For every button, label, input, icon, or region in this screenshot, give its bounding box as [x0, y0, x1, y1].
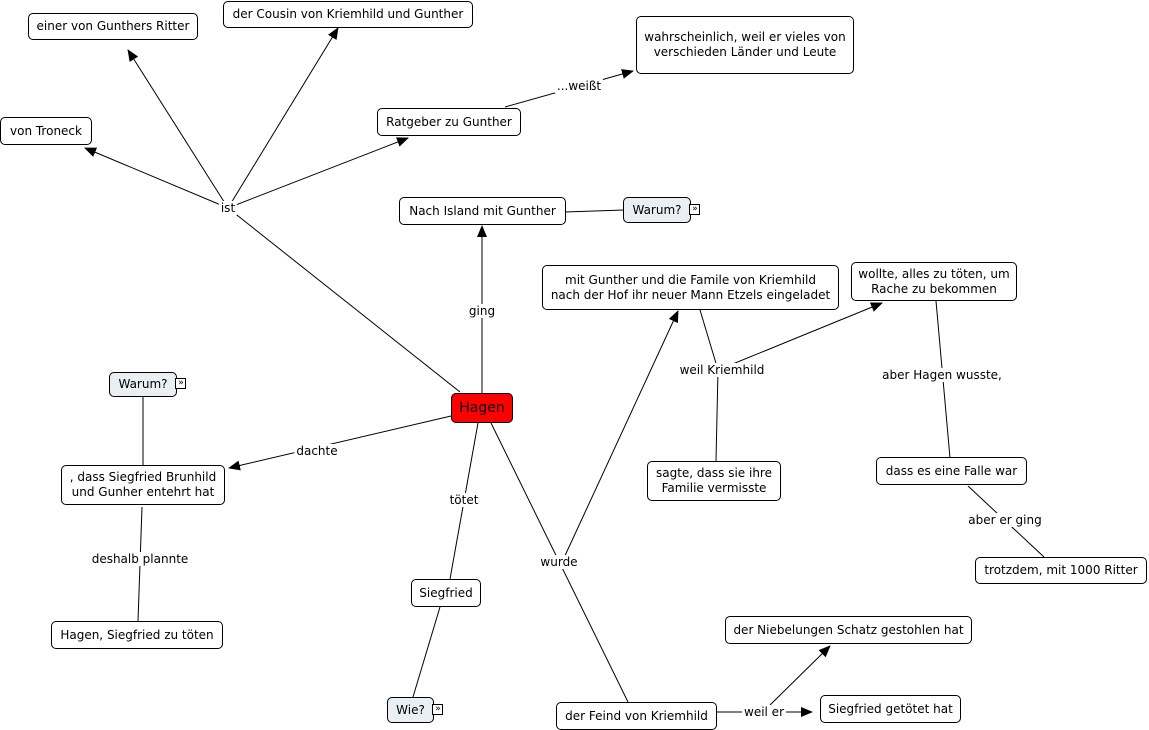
link-label-weil-kriemhild: weil Kriemhild [677, 363, 767, 377]
link-label-deshalb: deshalb plannte [89, 552, 191, 566]
link-label-aber-er-ging: aber er ging [966, 513, 1044, 527]
question-warum-island[interactable]: Warum? [623, 197, 691, 223]
concept-mit-gunther[interactable]: mit Gunther und die Famile von Kriemhild… [542, 265, 839, 310]
concept-feind[interactable]: der Feind von Kriemhild [556, 702, 717, 730]
link-label-dachte: dachte [294, 444, 340, 458]
expand-arrows-icon[interactable]: » [175, 378, 186, 389]
link-label-aber-hagen: aber Hagen wusste, [880, 368, 1004, 382]
concept-falle[interactable]: dass es eine Falle war [876, 457, 1027, 485]
concept-gunthers-ritter[interactable]: einer von Gunthers Ritter [28, 13, 198, 40]
concept-troneck[interactable]: von Troneck [0, 117, 92, 145]
link-label-ist: ist [218, 201, 238, 215]
expand-arrows-icon[interactable]: » [689, 204, 700, 215]
concept-cousin[interactable]: der Cousin von Kriemhild und Gunther [223, 1, 473, 28]
concept-trotzdem[interactable]: trotzdem, mit 1000 Ritter [975, 557, 1147, 584]
link-label-toetet: tötet [447, 493, 481, 507]
expand-arrows-icon[interactable]: » [432, 704, 443, 715]
concept-ratgeber[interactable]: Ratgeber zu Gunther [377, 108, 521, 136]
concept-siegfried-brunhild[interactable]: , dass Siegfried Brunhild und Gunher ent… [61, 465, 225, 505]
question-wie[interactable]: Wie? [387, 697, 434, 723]
link-label-ging: ging [466, 304, 498, 318]
link-label-wurde: wurde [538, 555, 580, 569]
concept-sagte[interactable]: sagte, dass sie ihre Familie vermisste [647, 461, 781, 501]
question-warum-left[interactable]: Warum? [109, 372, 177, 397]
concept-wollte[interactable]: wollte, alles zu töten, um Rache zu beko… [851, 262, 1017, 301]
concept-siegfried[interactable]: Siegfried [411, 579, 481, 607]
concept-schatz[interactable]: der Niebelungen Schatz gestohlen hat [725, 616, 972, 644]
concept-getoetet[interactable]: Siegfried getötet hat [820, 695, 961, 723]
concept-island[interactable]: Nach Island mit Gunther [399, 197, 566, 225]
concept-wahrscheinlich[interactable]: wahrscheinlich, weil er vieles von versc… [636, 16, 854, 74]
concept-hagen-toeten[interactable]: Hagen, Siegfried zu töten [51, 621, 223, 649]
link-label-weil-er: weil er [742, 705, 786, 719]
link-label-weiss: ...weißt [554, 79, 604, 93]
concept-hagen-root[interactable]: Hagen [451, 393, 513, 423]
